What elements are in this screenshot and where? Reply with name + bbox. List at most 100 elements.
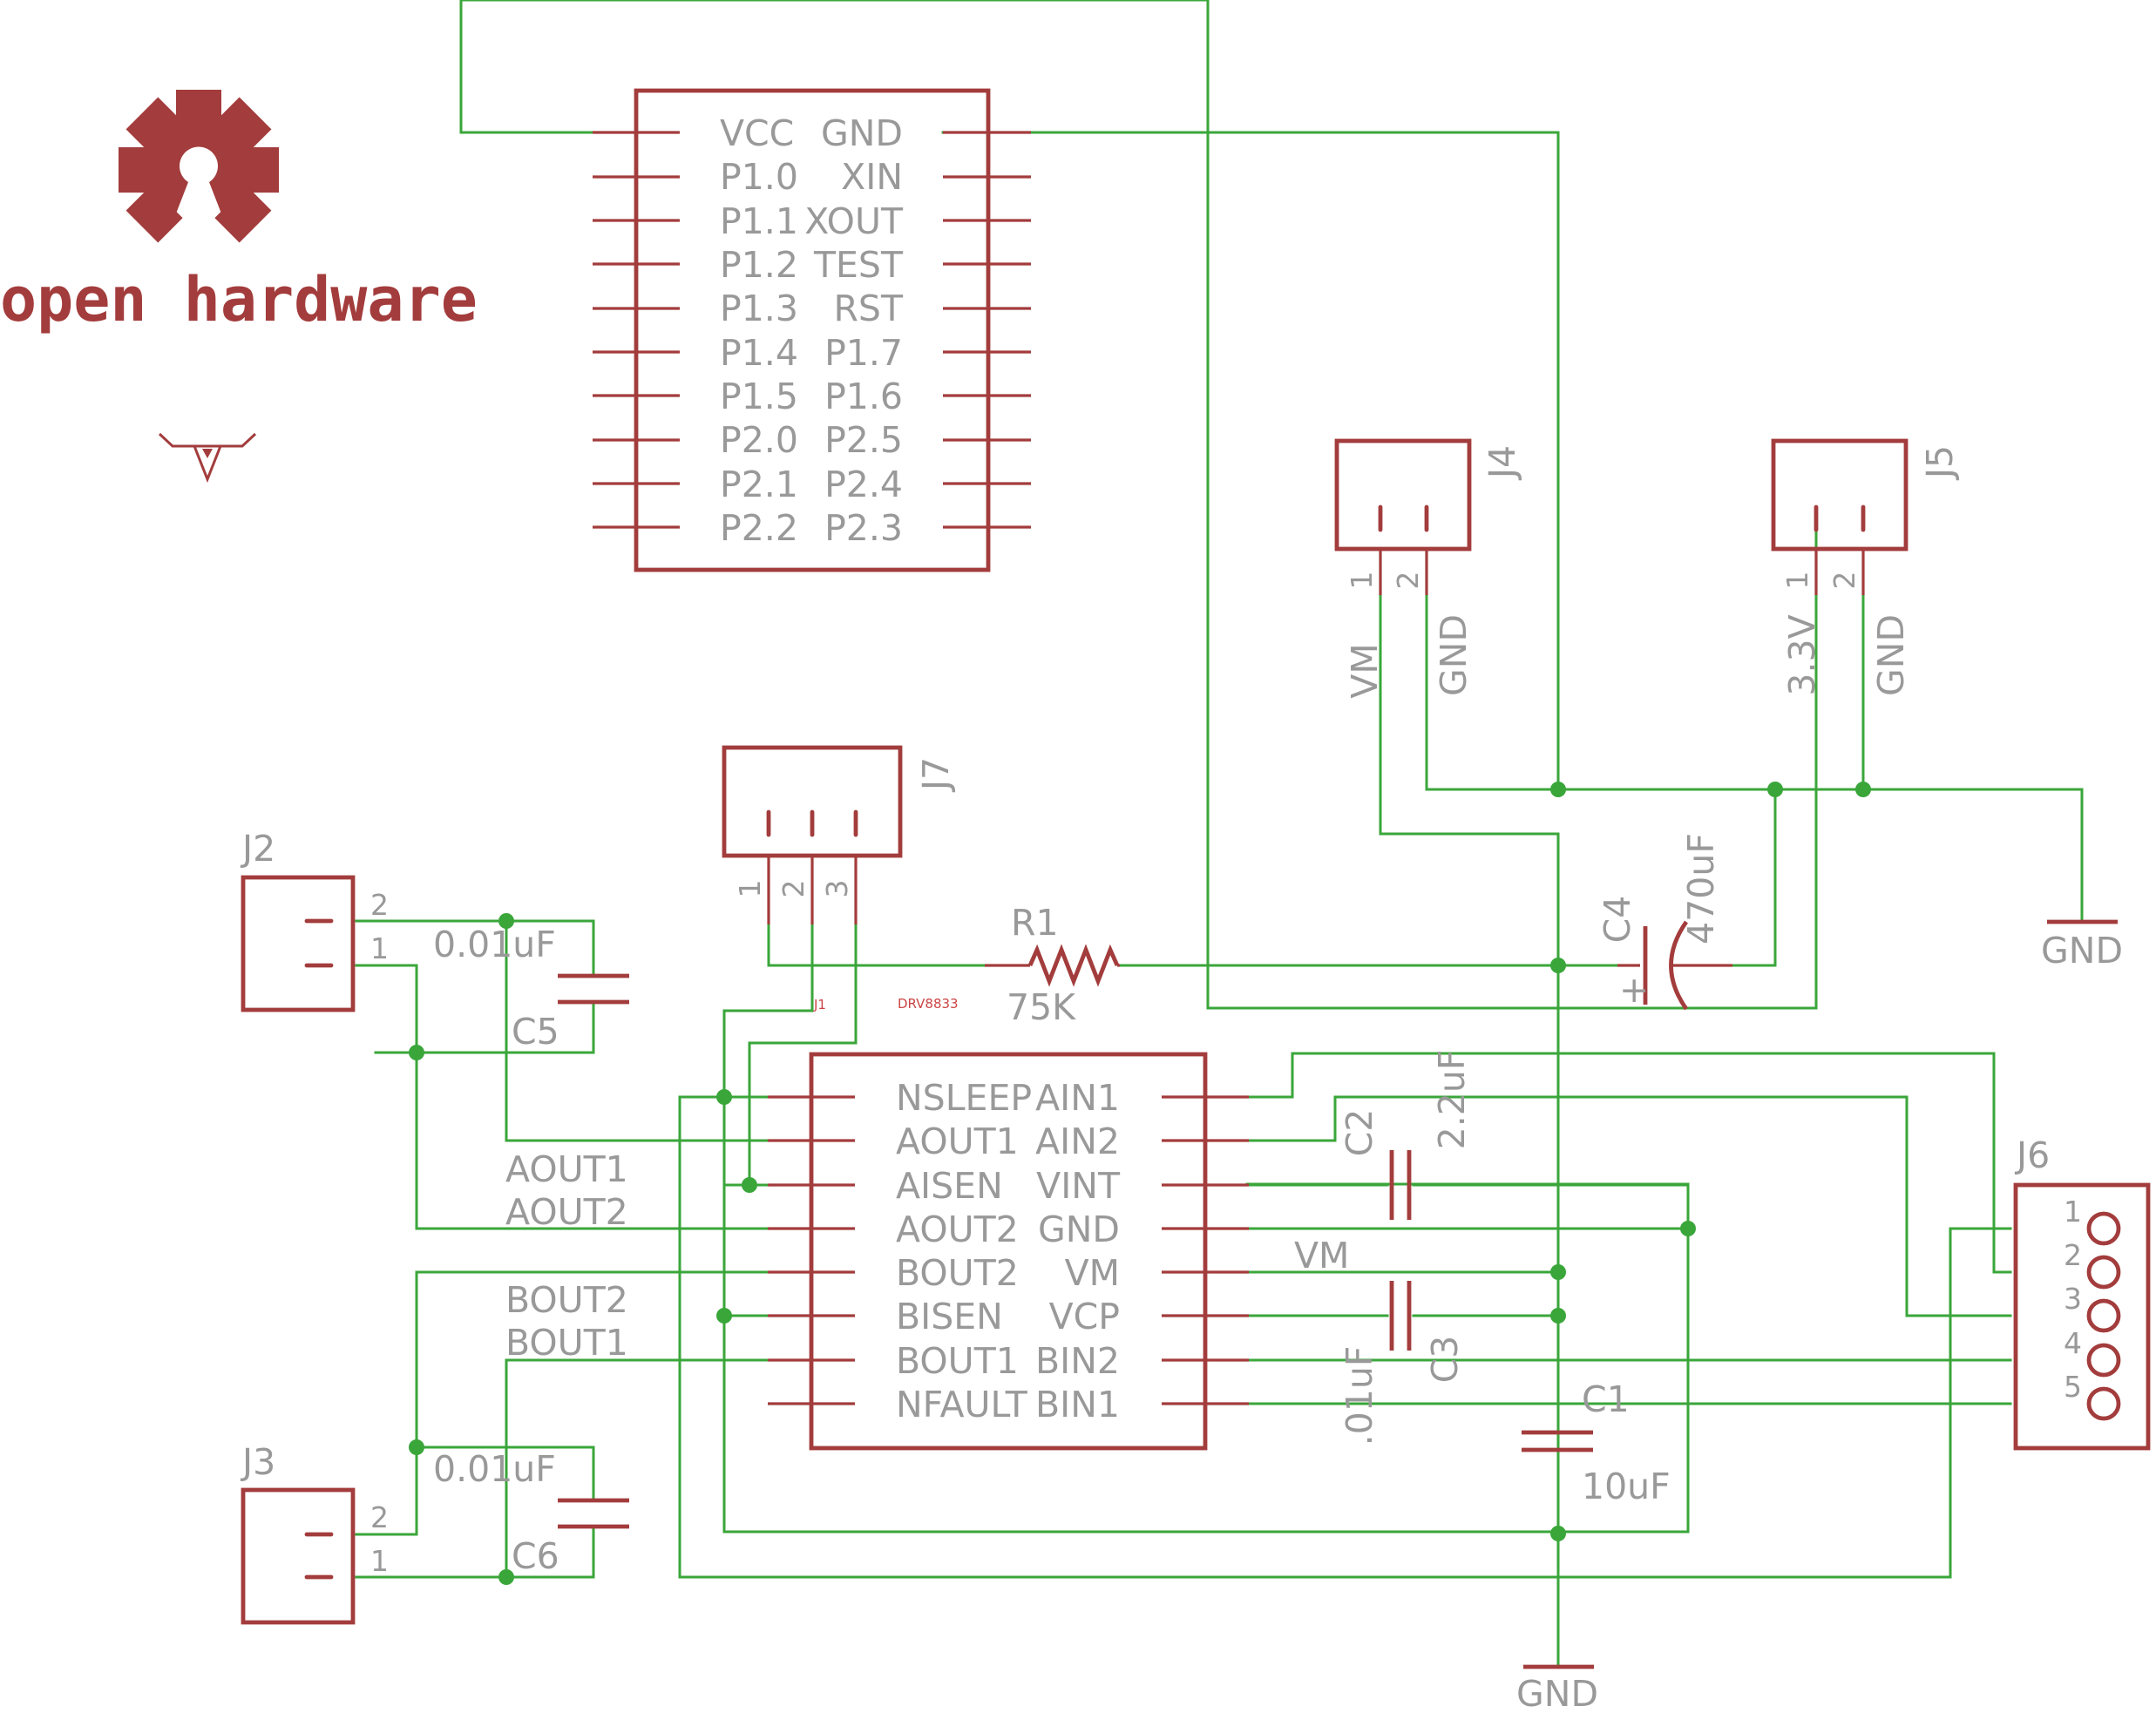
ground-top-right: GND [2041, 919, 2123, 972]
r1-value: 75K [1007, 986, 1076, 1028]
c3-value: .01uF [1339, 1346, 1380, 1446]
drv-pin-ain1: AIN1 [1035, 1077, 1120, 1119]
drv-pin-gnd: GND [1038, 1209, 1120, 1250]
drv-pin-aisen: AISEN [896, 1165, 1003, 1207]
r1-name: R1 [1011, 902, 1059, 944]
j4-pin-2: 2 [1391, 572, 1425, 590]
driver-name: DRV8833 [898, 996, 959, 1012]
capacitor-c3: .01uF C3 [1339, 1281, 1466, 1446]
net-bout1: BOUT1 [505, 1322, 628, 1364]
mcu-pin-p1-0: P1.0 [720, 156, 798, 198]
j5-net-gnd: GND [1870, 614, 1912, 696]
drv-pin-aout1: AOUT1 [896, 1121, 1019, 1162]
capacitor-c1: C1 10uF [1522, 1378, 1671, 1507]
c5-value: 0.01uF [433, 924, 556, 965]
j5-pin-1: 1 [1780, 572, 1814, 590]
drv-pin-bisen: BISEN [896, 1296, 1003, 1337]
net-labels: AOUT1 AOUT2 BOUT2 BOUT1 VM [505, 1148, 1349, 1364]
mcu-pin-p1-1: P1.1 [720, 200, 798, 242]
j4-net-vm: VM [1344, 643, 1386, 698]
drv-pin-bout2: BOUT2 [896, 1252, 1019, 1294]
connector-j4: J4 1 2 VM GND [1334, 438, 1523, 699]
j5-pin-2: 2 [1827, 572, 1861, 590]
open-hardware-logo: open hardware [0, 90, 478, 484]
c2-value: 2.2uF [1431, 1050, 1473, 1150]
net-aout2: AOUT2 [505, 1191, 628, 1233]
c6-name: C6 [512, 1535, 559, 1577]
mcu-pin-p2-5: P2.5 [824, 419, 903, 461]
drv-pin-nfault: NFAULT [896, 1384, 1028, 1425]
j6-pin-5: 5 [2064, 1370, 2082, 1404]
j7-pin-1: 1 [733, 880, 767, 898]
j6-pin-1: 1 [2064, 1195, 2082, 1229]
driver-chip: NSLEEP AOUT1 AISEN AOUT2 BOUT2 BISEN BOU… [768, 996, 1249, 1451]
j4-net-gnd: GND [1433, 614, 1475, 696]
drv-pin-ain2: AIN2 [1035, 1121, 1120, 1162]
mcu-pin-p1-2: P1.2 [720, 244, 798, 286]
net-bout2: BOUT2 [505, 1279, 628, 1321]
j3-pin-2: 2 [370, 1500, 389, 1534]
drv-pin-nsleep: NSLEEP [896, 1077, 1032, 1119]
gnd-label-bottom: GND [1516, 1673, 1598, 1713]
j3-name: J3 [240, 1441, 275, 1483]
mcu-pin-p2-0: P2.0 [720, 419, 798, 461]
connector-j3: J3 2 1 [240, 1441, 389, 1625]
j2-pin-1: 1 [370, 931, 389, 965]
mcu-pin-p1-7: P1.7 [824, 332, 903, 374]
mcu-pin-p2-3: P2.3 [824, 507, 903, 549]
mcu-pin-p2-4: P2.4 [824, 464, 903, 505]
gnd-label-top: GND [2041, 930, 2123, 972]
junctions [409, 782, 1871, 1585]
j4-name: J4 [1481, 445, 1523, 481]
mcu-pin-p1-4: P1.4 [720, 332, 798, 374]
drv-pin-vm: VM [1065, 1252, 1120, 1294]
j6-pin-3: 3 [2064, 1282, 2082, 1316]
j7-pin-3: 3 [820, 880, 854, 898]
mcu-pin-test: TEST [813, 244, 904, 286]
resistor-r1: R1 75K [985, 902, 1120, 1028]
mcu-pin-p2-2: P2.2 [720, 507, 798, 549]
c1-value: 10uF [1582, 1466, 1671, 1507]
mcu-pin-p1-3: P1.3 [720, 288, 798, 329]
net-aout1: AOUT1 [505, 1148, 628, 1190]
j5-net-3v3: 3.3V [1781, 614, 1823, 695]
c2-name: C2 [1339, 1109, 1380, 1157]
mcu-pin-xin: XIN [841, 156, 903, 198]
c4-name: C4 [1597, 896, 1638, 944]
mcu-pin-vcc: VCC [720, 112, 794, 154]
c3-name: C3 [1424, 1336, 1466, 1384]
j3-pin-1: 1 [370, 1544, 389, 1578]
drv-pin-aout2: AOUT2 [896, 1209, 1019, 1250]
connector-j6: J6 1 2 3 4 5 [2013, 1134, 2151, 1451]
drv-pin-vint: VINT [1036, 1165, 1121, 1207]
j6-pin-2: 2 [2064, 1238, 2082, 1272]
j4-pin-1: 1 [1345, 572, 1379, 590]
j7-pin-2: 2 [776, 880, 810, 898]
logo-text: open hardware [0, 264, 478, 335]
capacitor-c2: C2 2.2uF [1339, 1050, 1473, 1220]
j2-pin-2: 2 [370, 888, 389, 922]
capacitor-c5: 0.01uF C5 [433, 924, 629, 1053]
mcu-pin-gnd: GND [821, 112, 903, 154]
connector-j2: J2 2 1 [240, 828, 389, 1012]
c4-value: 470uF [1680, 833, 1722, 945]
j7-name: J7 [915, 757, 957, 793]
wires [355, 0, 2084, 1666]
connector-j7: J7 1 2 3 J1 [722, 745, 957, 1012]
j5-name: J5 [1919, 445, 1961, 481]
j7-small-label: J1 [813, 997, 826, 1012]
mcu-pin-p1-6: P1.6 [824, 376, 903, 417]
c6-value: 0.01uF [433, 1448, 556, 1490]
mcu-pin-p2-1: P2.1 [720, 464, 798, 505]
c4-polarity: + [1619, 969, 1649, 1011]
mcu-chip: VCC P1.0 P1.1 P1.2 P1.3 P1.4 P1.5 P2.0 P… [593, 88, 1031, 572]
mcu-pin-rst: RST [833, 288, 904, 329]
net-vm: VM [1294, 1235, 1349, 1276]
drv-pin-bin2: BIN2 [1035, 1340, 1120, 1382]
j6-name: J6 [2014, 1134, 2050, 1176]
triangle-mark [158, 432, 257, 484]
mcu-pin-p1-5: P1.5 [720, 376, 798, 417]
drv-pin-bout1: BOUT1 [896, 1340, 1019, 1382]
capacitor-c6: 0.01uF C6 [433, 1448, 629, 1577]
